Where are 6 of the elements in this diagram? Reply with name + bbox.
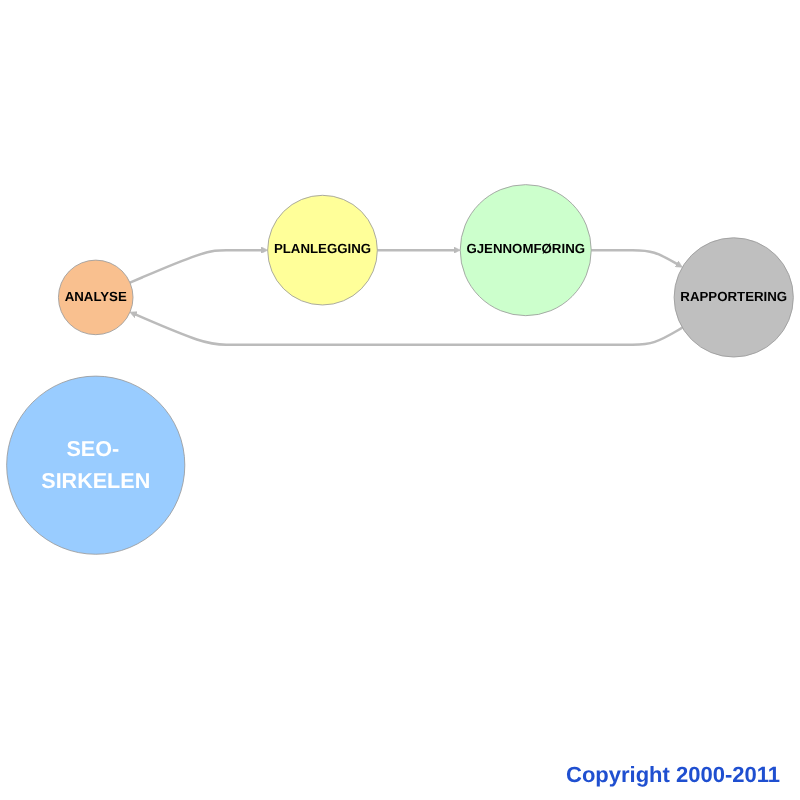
arrow [129, 311, 683, 347]
arrow [129, 247, 268, 285]
copyright-note: Copyright 2000-2011 [566, 764, 780, 788]
node-circle: SEO- SIRKELEN [6, 376, 186, 556]
arrow [591, 249, 683, 269]
arrow [377, 247, 461, 255]
